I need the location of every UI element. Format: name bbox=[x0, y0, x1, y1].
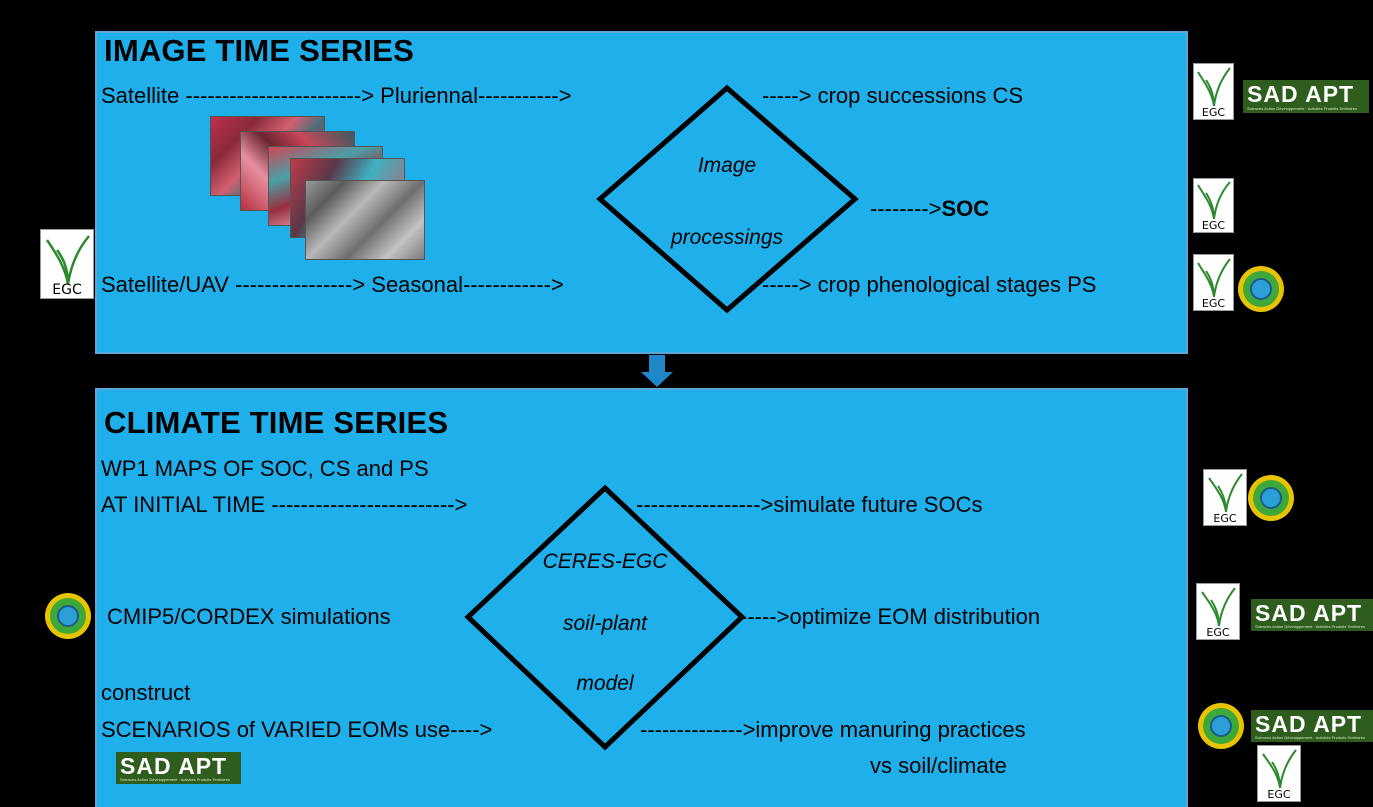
satellite-image-5 bbox=[305, 180, 425, 260]
simulate-future-socs-text: ----------------->simulate future SOCs bbox=[636, 492, 983, 517]
vs-soil-climate-text: vs soil/climate bbox=[870, 753, 1007, 778]
optimize-eom-text: ----->optimize EOM distribution bbox=[740, 604, 1041, 629]
model-label: model bbox=[576, 672, 634, 695]
ceres-egc-label: CERES-EGC bbox=[542, 550, 668, 573]
sadapt-logo: SAD APT Sciences Action Développement · … bbox=[1243, 80, 1369, 113]
scenarios-text: SCENARIOS of VARIED EOMs use----> bbox=[101, 717, 493, 742]
satellite-uav-seasonal-text: Satellite/UAV ----------------> Seasonal… bbox=[101, 272, 564, 297]
ring-logo-inner bbox=[1260, 487, 1282, 509]
wp1-maps-text: WP1 MAPS OF SOC, CS and PS bbox=[101, 456, 429, 481]
climate-time-series-title: CLIMATE TIME SERIES bbox=[104, 405, 449, 440]
crop-phenological-text: -----> crop phenological stages PS bbox=[762, 272, 1097, 297]
image-processing-diamond bbox=[596, 84, 859, 314]
sadapt-logo-subtitle: Sciences Action Développement · Activité… bbox=[1255, 624, 1365, 629]
down-arrow bbox=[641, 355, 673, 387]
egc-logo: EGC bbox=[1193, 178, 1234, 233]
construct-text: construct bbox=[101, 680, 191, 705]
egc-logo: EGC bbox=[1257, 745, 1301, 802]
ring-logo-mid bbox=[1253, 480, 1289, 516]
cmip5-cordex-text: CMIP5/CORDEX simulations bbox=[107, 604, 391, 629]
image-time-series-title: IMAGE TIME SERIES bbox=[104, 33, 414, 68]
egc-logo-text: EGC bbox=[1201, 219, 1226, 232]
climate-time-series-panel bbox=[95, 388, 1188, 807]
initial-time-text: AT INITIAL TIME ------------------------… bbox=[101, 492, 468, 517]
egc-logo: EGC bbox=[1196, 583, 1240, 640]
sadapt-logo: SAD APT Sciences Action Développement · … bbox=[116, 752, 241, 784]
sadapt-logo: SAD APT Sciences Action Développement · … bbox=[1251, 710, 1373, 742]
crop-successions-text: -----> crop successions CS bbox=[762, 83, 1024, 108]
soil-plant-label: soil-plant bbox=[562, 612, 648, 635]
sadapt-logo-text: SAD APT bbox=[120, 753, 228, 779]
sadapt-logo-text: SAD APT bbox=[1255, 600, 1363, 626]
egc-logo: EGC bbox=[1193, 254, 1234, 311]
ring-logo bbox=[1238, 266, 1284, 312]
egc-logo-text: EGC bbox=[1201, 297, 1226, 310]
egc-logo-text: EGC bbox=[52, 282, 82, 298]
ring-logo bbox=[45, 593, 91, 639]
ring-logo bbox=[1248, 475, 1294, 521]
ring-logo bbox=[1198, 703, 1244, 749]
egc-logo: EGC bbox=[1203, 469, 1247, 526]
processings-label: processings bbox=[670, 226, 784, 249]
ring-logo-inner bbox=[1210, 715, 1232, 737]
sadapt-logo-subtitle: Sciences Action Développement · Activité… bbox=[120, 777, 230, 782]
ceres-egc-diamond bbox=[464, 484, 746, 751]
satellite-pluriennal-text: Satellite ------------------------> Plur… bbox=[101, 83, 572, 108]
sadapt-logo-text: SAD APT bbox=[1247, 81, 1355, 107]
soc-arrow: --------> bbox=[870, 196, 942, 221]
improve-manuring-text: -------------->improve manuring practice… bbox=[640, 717, 1026, 742]
egc-logo-text: EGC bbox=[1213, 512, 1237, 525]
egc-logo-text: EGC bbox=[1267, 788, 1291, 801]
image-label: Image bbox=[697, 154, 757, 177]
sadapt-logo-text: SAD APT bbox=[1255, 711, 1363, 737]
ring-logo-inner bbox=[57, 605, 79, 627]
egc-logo: EGC bbox=[40, 229, 94, 299]
egc-logo-text: EGC bbox=[1206, 626, 1230, 639]
ring-logo-mid bbox=[1203, 708, 1239, 744]
sadapt-logo-subtitle: Sciences Action Développement · Activité… bbox=[1247, 106, 1357, 111]
ring-logo-mid bbox=[1243, 271, 1279, 307]
sadapt-logo: SAD APT Sciences Action Développement · … bbox=[1251, 599, 1373, 631]
ring-logo-mid bbox=[50, 598, 86, 634]
soc-label: SOC bbox=[941, 196, 990, 221]
egc-logo: EGC bbox=[1193, 63, 1234, 120]
ring-logo-inner bbox=[1250, 278, 1272, 300]
egc-logo-text: EGC bbox=[1201, 106, 1226, 119]
sadapt-logo-subtitle: Sciences Action Développement · Activité… bbox=[1255, 735, 1365, 740]
soc-output: -------->SOC bbox=[870, 196, 989, 222]
